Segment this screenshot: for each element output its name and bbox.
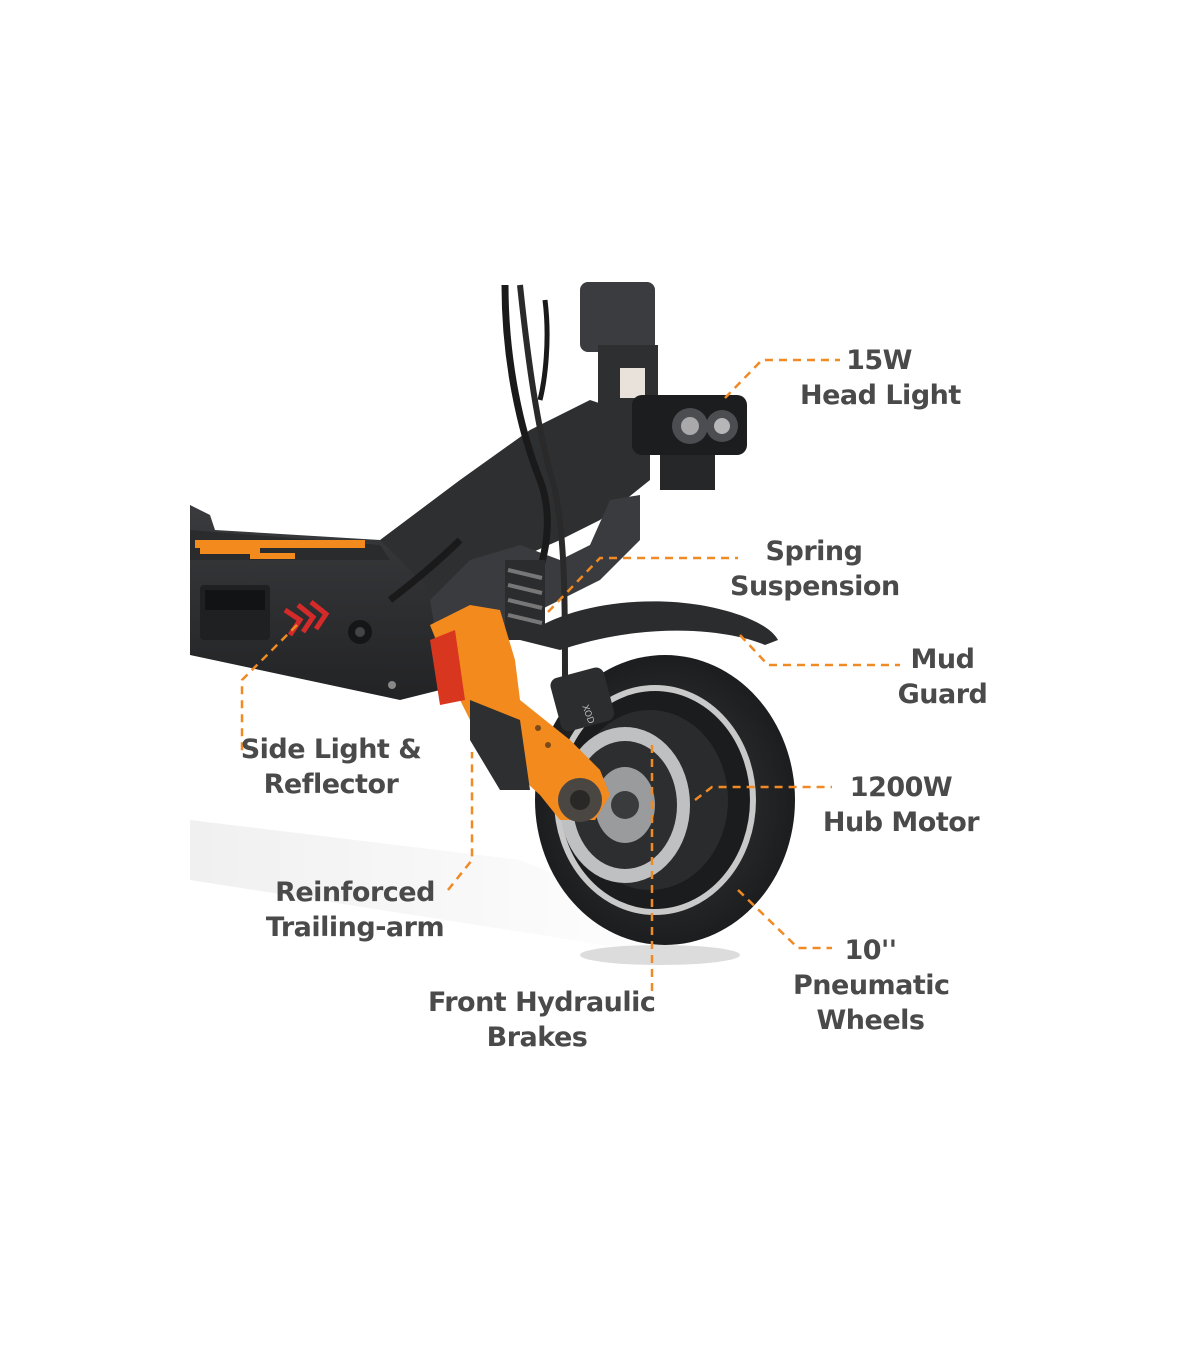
hub-motor-title: Hub Motor	[822, 807, 980, 838]
label-pneumatic-wheels: 10'' Pneumatic Wheels	[793, 933, 950, 1038]
label-trailing-arm: Reinforced Trailing-arm	[265, 875, 445, 945]
side-light-line1: Side Light &	[240, 734, 422, 765]
label-hub-motor: 1200W Hub Motor	[822, 770, 980, 840]
mud-guard	[520, 601, 778, 650]
head-light	[632, 395, 747, 490]
trailing-arm-line1: Reinforced	[275, 877, 435, 908]
floor-shadow	[190, 820, 740, 965]
spring-suspension-line1: Spring	[765, 536, 863, 567]
leader-spring-suspension	[547, 556, 738, 613]
trailing-arm-line2: Trailing-arm	[265, 912, 445, 943]
head-light-title: Head Light	[800, 380, 961, 411]
leader-mud-guard	[739, 634, 900, 667]
brake-cables	[387, 284, 568, 681]
trailing-arm	[430, 605, 610, 822]
spring-suspension-line2: Suspension	[730, 571, 900, 602]
wheel-size: 10''	[844, 935, 897, 966]
leader-hub-motor	[694, 785, 832, 801]
wheels-line: Wheels	[816, 1005, 925, 1036]
mud-guard-line2: Guard	[897, 679, 988, 710]
leader-side-light	[240, 624, 298, 752]
head-light-wattage: 15W	[846, 345, 912, 376]
label-spring-suspension: Spring Suspension	[730, 534, 900, 604]
hydraulic-brakes-line2: Brakes	[486, 1022, 588, 1053]
spring-suspension	[505, 560, 545, 640]
mud-guard-line1: Mud	[910, 644, 975, 675]
hydraulic-brakes-line1: Front Hydraulic	[428, 987, 656, 1018]
label-head-light: 15W Head Light	[800, 343, 961, 413]
hub-motor-wattage: 1200W	[849, 772, 953, 803]
label-hydraulic-brakes: Front Hydraulic Brakes	[428, 985, 656, 1055]
leader-head-light	[724, 358, 840, 399]
leader-lines	[240, 358, 900, 1000]
pneumatic-line: Pneumatic	[793, 970, 950, 1001]
label-side-light: Side Light & Reflector	[240, 732, 422, 802]
side-light-line2: Reflector	[263, 769, 399, 800]
hydraulic-brake-caliper: XOD	[550, 667, 615, 732]
scooter-deck	[190, 505, 440, 700]
label-mud-guard: Mud Guard	[895, 642, 990, 712]
